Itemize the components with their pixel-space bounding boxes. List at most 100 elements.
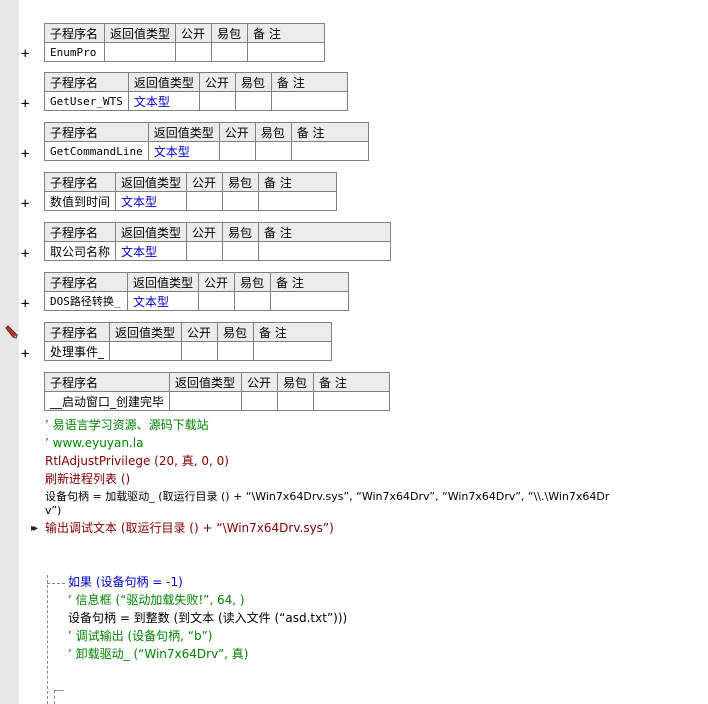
sub-name[interactable]: DOS路径转换_ [44, 291, 128, 311]
subroutine-table[interactable]: 子程序名返回值类型公开易包备 注 数值到时间文本型 [43, 172, 338, 211]
col-header-note: 备 注 [270, 272, 350, 292]
col-header-pack: 易包 [234, 272, 272, 292]
col-header-pack: 易包 [217, 322, 255, 342]
sub-return-type[interactable]: 文本型 [127, 91, 200, 111]
sub-note[interactable] [253, 341, 333, 361]
col-header-return: 返回值类型 [147, 122, 220, 142]
col-header-pack: 易包 [234, 72, 272, 92]
sub-public[interactable] [241, 391, 279, 411]
col-header-public: 公开 [181, 322, 219, 342]
code-comment[interactable]: ’ www.eyuyan.la [45, 436, 144, 450]
block-guide-line [47, 583, 65, 584]
col-header-name: 子程序名 [44, 272, 128, 292]
sub-note[interactable] [258, 191, 338, 211]
col-header-pack: 易包 [277, 372, 315, 392]
col-header-note: 备 注 [258, 172, 338, 192]
expand-icon[interactable]: + [21, 146, 30, 162]
sub-pack[interactable] [222, 191, 260, 211]
subroutine-table[interactable]: 子程序名返回值类型公开易包备 注 处理事件_ [43, 322, 333, 361]
sub-return-type[interactable] [109, 341, 183, 361]
expand-icon[interactable]: + [21, 46, 30, 62]
sub-name[interactable]: __启动窗口_创建完毕 [43, 391, 171, 411]
sub-pack[interactable] [222, 241, 260, 261]
col-header-return: 返回值类型 [109, 322, 183, 342]
sub-note[interactable] [290, 141, 369, 161]
code-if-line[interactable]: 如果 (设备句柄 = -1) [68, 575, 183, 589]
sub-public[interactable] [186, 191, 224, 211]
sub-name[interactable]: 处理事件_ [43, 341, 111, 361]
col-header-return: 返回值类型 [126, 272, 200, 292]
sub-return-type[interactable]: 文本型 [126, 291, 200, 311]
col-header-return: 返回值类型 [103, 23, 177, 43]
code-line[interactable]: 设备句柄 = 加载驱动_ (取运行目录 () + “\Win7x64Drv.sy… [45, 490, 610, 503]
col-header-note: 备 注 [290, 122, 369, 142]
col-header-name: 子程序名 [44, 122, 149, 142]
sub-return-type[interactable]: 文本型 [147, 141, 220, 161]
col-header-public: 公开 [186, 172, 224, 192]
code-comment[interactable]: ’ 卸载驱动_ (“Win7x64Drv”, 真) [68, 647, 249, 661]
col-header-public: 公开 [241, 372, 279, 392]
sub-note[interactable] [270, 291, 350, 311]
sub-pack[interactable] [254, 141, 292, 161]
expand-icon[interactable]: + [21, 196, 30, 212]
subroutine-table[interactable]: 子程序名返回值类型公开易包备 注 EnumPro [44, 23, 326, 62]
sub-pack[interactable] [217, 341, 255, 361]
sub-return-type[interactable] [169, 391, 243, 411]
col-header-name: 子程序名 [44, 23, 105, 43]
col-header-name: 子程序名 [43, 322, 111, 342]
sub-public[interactable] [218, 141, 256, 161]
sub-name[interactable]: GetUser_WTS [44, 91, 129, 111]
col-header-note: 备 注 [247, 23, 326, 43]
sub-note[interactable] [313, 391, 391, 411]
sub-name[interactable]: 数值到时间 [43, 191, 117, 211]
col-header-name: 子程序名 [43, 372, 171, 392]
sub-public[interactable] [175, 42, 213, 62]
expand-icon[interactable]: + [21, 346, 30, 362]
col-header-name: 子程序名 [44, 72, 129, 92]
col-header-name: 子程序名 [43, 172, 117, 192]
sub-pack[interactable] [277, 391, 315, 411]
sub-pack[interactable] [234, 291, 272, 311]
col-header-public: 公开 [186, 222, 224, 242]
col-header-note: 备 注 [313, 372, 391, 392]
sub-public[interactable] [198, 91, 236, 111]
current-line-arrow-icon: ▸▸ [31, 523, 38, 534]
code-line[interactable]: 刷新进程列表 () [45, 472, 131, 486]
sub-pack[interactable] [211, 42, 249, 62]
sub-note[interactable] [247, 42, 326, 62]
subroutine-table[interactable]: 子程序名返回值类型公开易包备 注 DOS路径转换_文本型 [44, 272, 350, 311]
col-header-note: 备 注 [258, 222, 392, 242]
col-header-return: 返回值类型 [127, 72, 200, 92]
subroutine-table[interactable]: 子程序名返回值类型公开易包备 注 取公司名称文本型 [43, 222, 392, 261]
sub-public[interactable] [198, 291, 236, 311]
sub-name[interactable]: EnumPro [44, 42, 105, 62]
sub-name[interactable]: GetCommandLine [44, 141, 149, 161]
sub-pack[interactable] [234, 91, 272, 111]
code-comment[interactable]: ’ 调试输出 (设备句柄, “b”) [68, 629, 213, 643]
code-line[interactable]: 输出调试文本 (取运行目录 () + “\Win7x64Drv.sys”) [45, 521, 334, 535]
sub-name[interactable]: 取公司名称 [43, 241, 117, 261]
expand-icon[interactable]: + [21, 296, 30, 312]
col-header-public: 公开 [218, 122, 256, 142]
sub-return-type[interactable] [103, 42, 177, 62]
sub-return-type[interactable]: 文本型 [115, 191, 188, 211]
sub-note[interactable] [258, 241, 392, 261]
expand-icon[interactable]: + [21, 96, 30, 112]
sub-note[interactable] [270, 91, 348, 111]
code-line[interactable]: RtlAdjustPrivilege (20, 真, 0, 0) [45, 454, 229, 468]
col-header-note: 备 注 [270, 72, 348, 92]
sub-public[interactable] [186, 241, 224, 261]
sub-public[interactable] [181, 341, 219, 361]
col-header-name: 子程序名 [43, 222, 117, 242]
code-comment[interactable]: ’ 易语言学习资源、源码下载站 [45, 418, 209, 432]
expand-icon[interactable]: + [21, 246, 30, 262]
code-line-continued[interactable]: v”) [45, 504, 62, 517]
code-line[interactable]: 设备句柄 = 到整数 (到文本 (读入文件 (“asd.txt”))) [68, 611, 348, 625]
col-header-return: 返回值类型 [115, 222, 188, 242]
sub-return-type[interactable]: 文本型 [115, 241, 188, 261]
block-guide-line [47, 575, 48, 704]
code-comment[interactable]: ’ 信息框 (“驱动加载失败!”, 64, ) [68, 593, 245, 607]
subroutine-table[interactable]: 子程序名返回值类型公开易包备 注 __启动窗口_创建完毕 [43, 372, 391, 411]
